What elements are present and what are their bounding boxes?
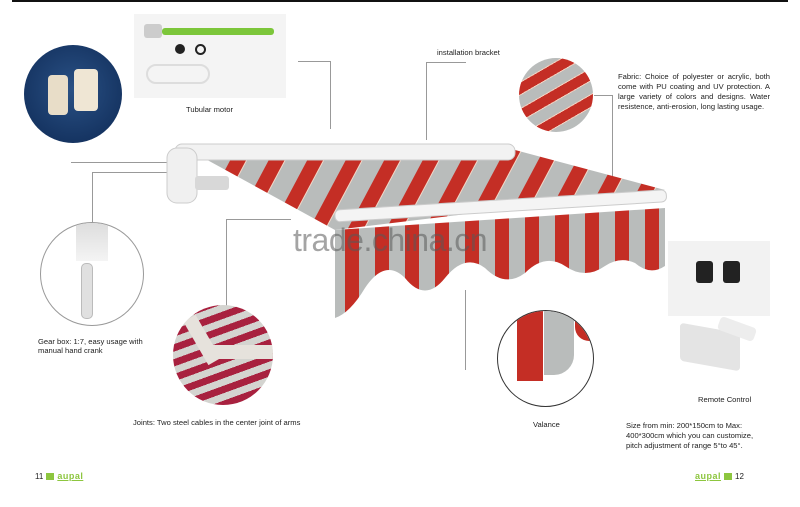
valance-grey-stripe [544, 311, 574, 375]
top-rule [12, 0, 788, 2]
label-fabric: Fabric: Choice of polyester or acrylic, … [618, 72, 770, 111]
connector-line [226, 219, 227, 309]
connector-line [426, 62, 427, 140]
footer-left: 11 aupal [35, 471, 83, 481]
key-fob-right [723, 261, 740, 283]
label-gear-box-line1: Gear box: 1:7, easy usage with [38, 337, 143, 346]
valance-red-stripe [575, 311, 593, 341]
key-fob-left [696, 261, 713, 283]
connector-line [426, 62, 466, 63]
connector-line [92, 172, 93, 222]
gear-housing [76, 223, 108, 261]
arm-bar [213, 345, 273, 359]
page-number-right: 12 [735, 471, 744, 481]
end-cap-left [48, 75, 68, 115]
key-fob-photo [668, 241, 770, 316]
label-joints: Joints: Two steel cables in the center j… [133, 418, 301, 427]
page-number-left: 11 [35, 471, 44, 481]
joints-photo [173, 305, 273, 405]
brand-logo: aupal [57, 471, 84, 481]
label-tubular-motor: Tubular motor [186, 105, 233, 114]
end-cap-right [74, 69, 98, 111]
end-caps-photo [24, 45, 122, 143]
connector-line [594, 95, 612, 96]
brand-square-icon [724, 472, 733, 480]
fabric-swatch [519, 58, 593, 132]
watermark: trade.china.cn [293, 222, 488, 258]
label-gear-box-line2: manual hand crank [38, 346, 103, 355]
cable [146, 64, 210, 84]
connector-line [298, 61, 330, 62]
connector-line [465, 290, 466, 370]
ring-part [195, 44, 206, 55]
motor-head [144, 24, 162, 38]
valance-red-stripe [517, 311, 543, 381]
label-remote-control: Remote Control [698, 395, 752, 404]
label-size-line1: Size from min: 200*150cm to Max: [626, 421, 743, 430]
awning-illustration [165, 138, 670, 328]
motor-tube [162, 28, 274, 35]
gear-part [175, 44, 185, 54]
label-size-line2: 400*300cm which you can customize, [626, 431, 754, 440]
brand-square-icon [46, 472, 55, 480]
awning-svg [166, 143, 667, 318]
tubular-motor-photo [134, 14, 286, 98]
connector-line [92, 172, 169, 173]
connector-line [330, 61, 331, 129]
label-size-line3: pitch adjustment of range 5°to 45°. [626, 441, 743, 450]
label-installation-bracket: installation bracket [437, 48, 500, 57]
crank-eye [81, 263, 93, 319]
footer-right: aupal 12 [695, 471, 744, 481]
connector-line [226, 219, 291, 220]
gear-box-photo [40, 222, 144, 326]
connector-line [71, 162, 169, 163]
connector-line [612, 95, 613, 180]
brand-logo: aupal [695, 471, 722, 481]
label-valance: Valance [533, 420, 560, 429]
valance-detail [497, 310, 594, 407]
